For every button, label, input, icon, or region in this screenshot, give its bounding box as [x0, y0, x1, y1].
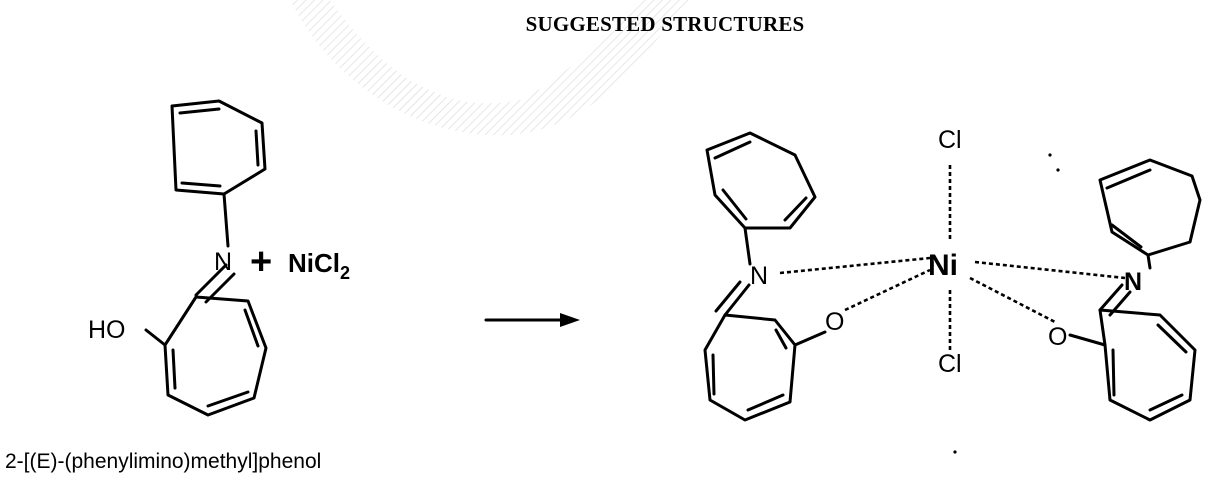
product-cl-bottom: Cl [938, 350, 962, 378]
reagent-nicl2: NiCl2 [288, 248, 350, 283]
product-o-left: O [825, 308, 844, 336]
product-cl-top: Cl [938, 126, 962, 154]
title-area: SUGGESTED STRUCTURES [0, 0, 1205, 60]
coordination-bonds [779, 165, 1126, 350]
speck [953, 450, 957, 454]
product-right-phenyl-ring [1098, 158, 1202, 257]
product-n-left: N [750, 262, 768, 290]
product-n-right: N [1124, 268, 1142, 296]
page-title: SUGGESTED STRUCTURES [525, 12, 805, 36]
reactant-name: 2-[(E)-(phenylimino)methyl]phenol [5, 450, 321, 473]
reactant-oh-bond [144, 328, 167, 347]
reaction-arrow-head [560, 313, 580, 327]
reactant-phenyl-ring [170, 99, 267, 196]
product-left-phenol-ring [703, 313, 797, 422]
speck [1056, 168, 1060, 172]
reactant-phenol-ring [163, 295, 268, 417]
reactant-imine-double-bond [194, 263, 228, 297]
plus-sign: + [250, 241, 272, 283]
product-right-phenol-ring [1098, 308, 1197, 422]
speck [1048, 153, 1052, 157]
reactant-n-atom: N [214, 248, 232, 276]
product-o-right: O [1048, 323, 1067, 351]
reactant-n-phenyl-bond [222, 192, 230, 248]
product-ni-atom: Ni [928, 249, 958, 282]
product-left-phenyl-ring [705, 131, 817, 230]
reactant-ho-label: HO [88, 316, 126, 344]
